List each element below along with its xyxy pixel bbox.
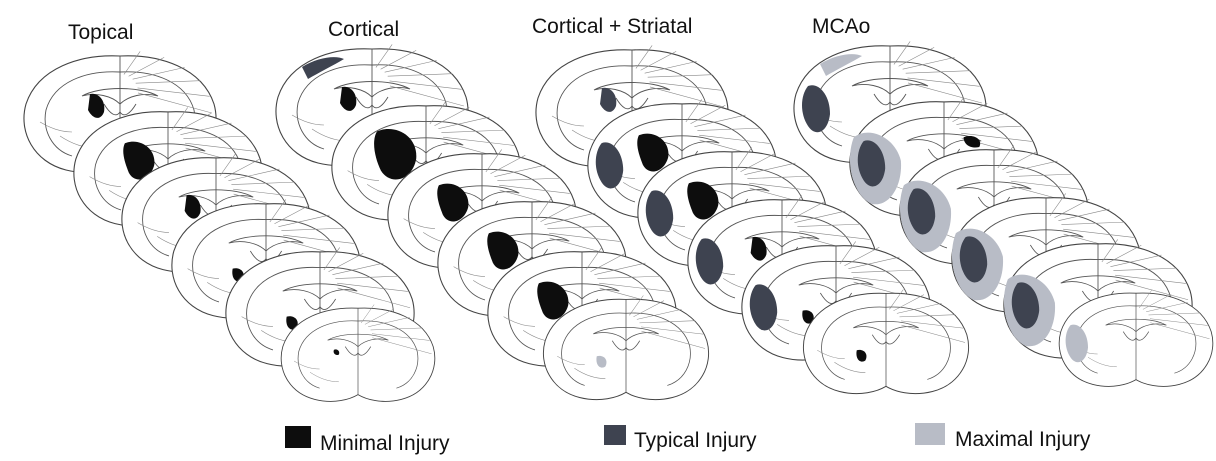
legend-label-maximal: Maximal Injury (955, 428, 1091, 451)
legend-item-minimal: Minimal Injury (285, 426, 450, 455)
group-title-cortical: Cortical (328, 18, 399, 41)
legend-swatch-minimal (285, 426, 311, 448)
legend-label-minimal: Minimal Injury (320, 432, 450, 455)
legend-swatch-typical (604, 425, 626, 445)
legend-swatch-maximal (915, 423, 945, 445)
group-title-topical: Topical (68, 21, 133, 44)
legend-label-typical: Typical Injury (634, 429, 757, 452)
legend-item-typical: Typical Injury (604, 425, 757, 452)
legend-item-maximal: Maximal Injury (915, 423, 1091, 451)
legend: Minimal Injury Typical Injury Maximal In… (285, 423, 1091, 455)
group-title-cortical-striatal: Cortical + Striatal (532, 15, 692, 38)
group-title-mcao: MCAo (812, 15, 870, 38)
